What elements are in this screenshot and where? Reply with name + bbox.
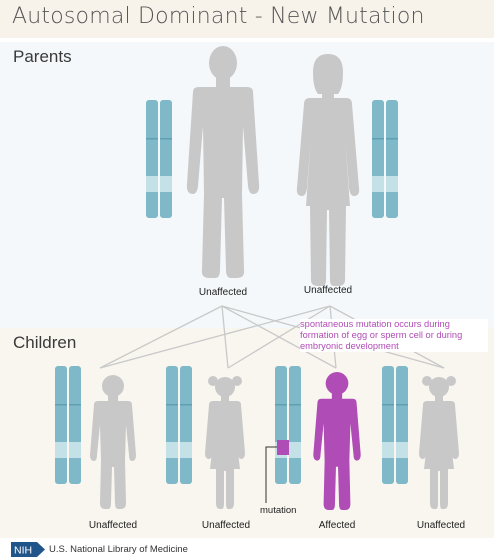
children-heading: Children: [13, 333, 77, 352]
mother-figure: [296, 54, 360, 286]
chromosome-pair-child-2: [166, 366, 192, 484]
title-band: [0, 0, 494, 38]
child-label-4: Unaffected: [416, 520, 466, 531]
chromosome-pair-child-4: [382, 366, 408, 484]
chromosome-pair-parent-2: [372, 100, 398, 218]
nlm-credit: U.S. National Library of Medicine: [49, 544, 188, 555]
nih-logo: NIH: [11, 542, 45, 557]
child-figure-1: [90, 375, 136, 509]
footer: [0, 538, 494, 560]
father-figure: [186, 46, 260, 278]
mutation-label: mutation: [260, 505, 297, 516]
chromosome-pair-child-1: [55, 366, 81, 484]
mutation-pointer: [265, 446, 277, 503]
nih-logo-text: NIH: [14, 545, 32, 557]
parents-heading: Parents: [13, 47, 72, 66]
parent-label-mother: Unaffected: [303, 285, 353, 296]
child-figure-4: [419, 376, 459, 509]
mutation-marker: [277, 440, 289, 455]
mutation-annotation: spontaneous mutation occurs during forma…: [300, 319, 488, 352]
child-label-3: Affected: [318, 520, 356, 531]
child-figure-2: [205, 376, 245, 509]
affected-child-figure: [313, 372, 361, 511]
parent-label-father: Unaffected: [198, 287, 248, 298]
child-label-2: Unaffected: [201, 520, 251, 531]
chromosome-pair-parent-1: [146, 100, 172, 218]
page-title: Autosomal Dominant - New Mutation: [12, 4, 425, 29]
chromosome-pair-child-3: [275, 366, 301, 484]
child-label-1: Unaffected: [88, 520, 138, 531]
children-panel: [0, 328, 494, 538]
